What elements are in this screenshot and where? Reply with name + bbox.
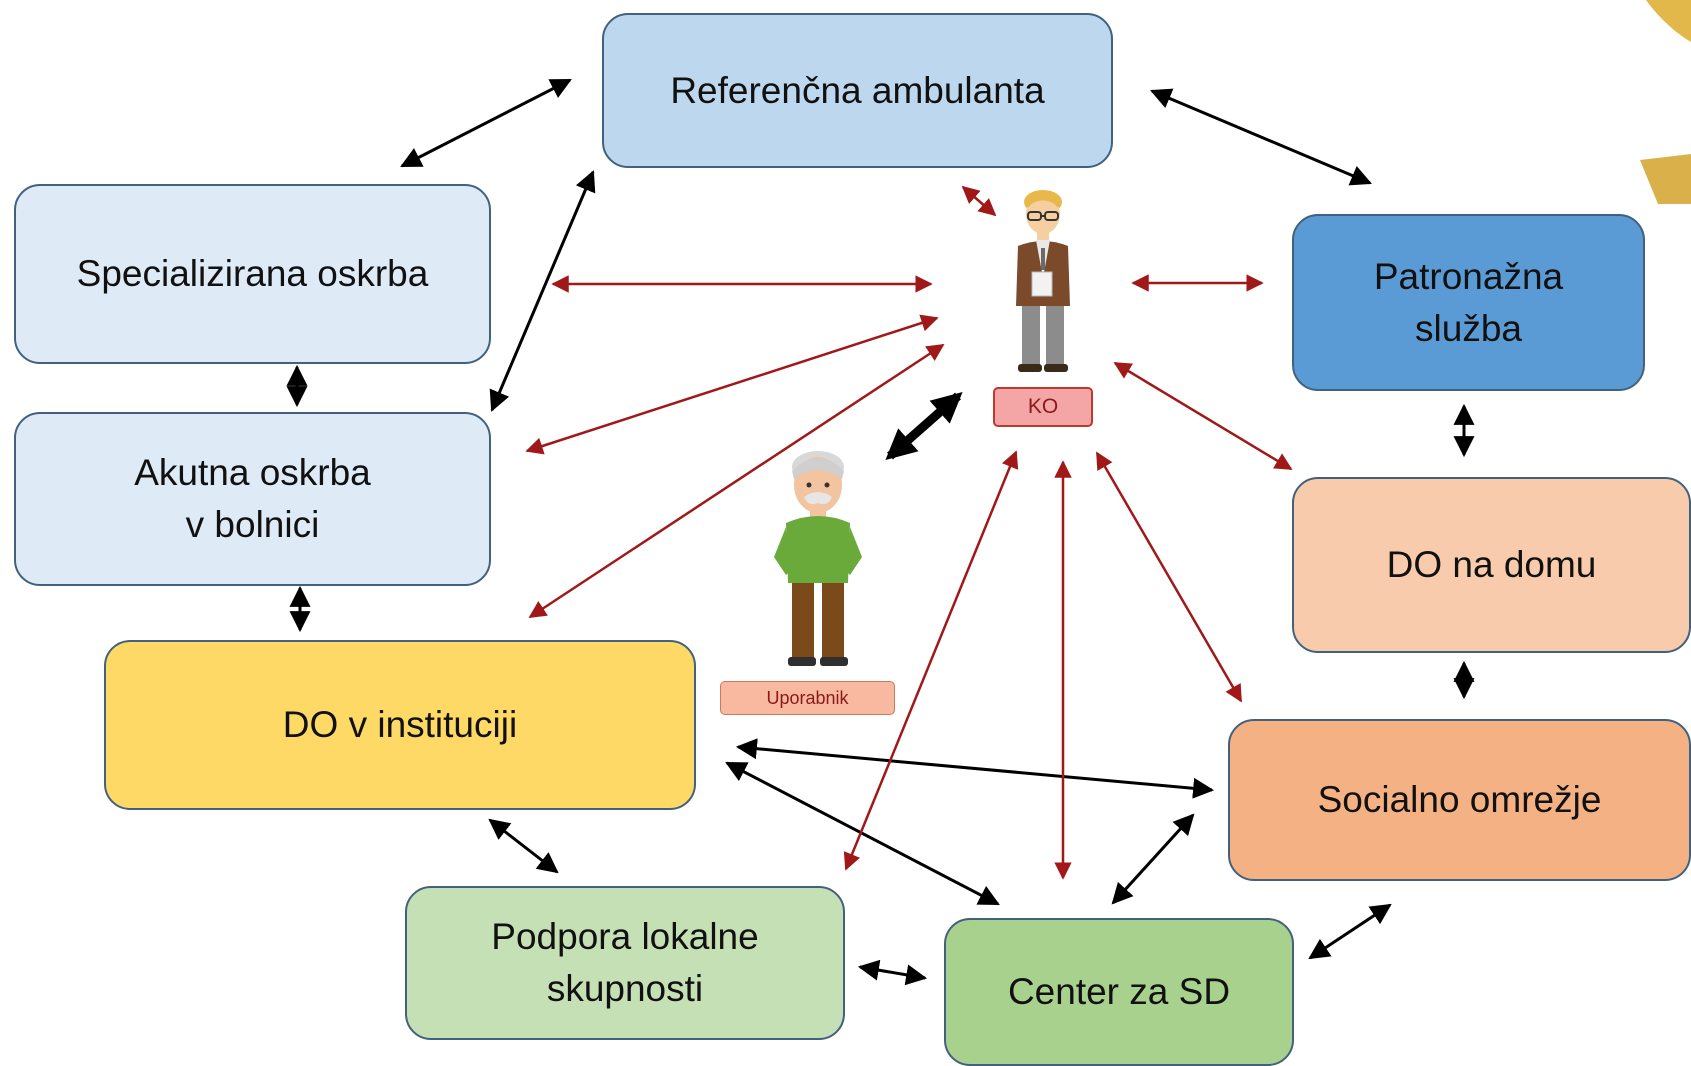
coordinator-tag-label: KO [1027,395,1059,418]
arrow-ko-dom [1113,361,1293,471]
node-label: DO na domu [1386,544,1597,586]
node-akutna-oskrba: Akutna oskrba v bolnici [14,412,491,586]
node-do-na-domu: DO na domu [1292,477,1691,653]
user-tag: Uporabnik [720,681,895,715]
elderly-user-icon [774,451,862,666]
coordinator-person-icon [1016,190,1070,372]
node-label: Patronažna služba [1373,255,1564,349]
arrow-institucija-podpora [488,818,559,874]
arrow-referencna-patronazna [1150,88,1372,186]
arrow-referencna-akutna [489,170,596,412]
node-center-za-sd: Center za SD [944,918,1294,1066]
arrow-center-outside [1308,903,1392,960]
corner-decoration-icon [1640,0,1691,204]
arrow-institucija-center [725,761,1000,906]
node-podpora-lokalne-skupnosti: Podpora lokalne skupnosti [405,886,845,1040]
arrow-ko-referencna [961,185,997,217]
node-label: DO v instituciji [282,704,518,746]
arrow-center-socialno [1111,813,1195,905]
node-do-v-instituciji: DO v instituciji [104,640,696,810]
node-label: Socialno omrežje [1317,779,1602,821]
node-specializirana-oskrba: Specializirana oskrba [14,184,491,364]
arrow-user-coordinator [885,391,963,461]
user-tag-label: Uporabnik [766,687,849,708]
node-label: Podpora lokalne skupnosti [491,916,759,1009]
node-label: Referenčna ambulanta [670,69,1045,111]
arrow-ko-podpora [843,450,1019,871]
arrow-ko-socialno [1095,451,1243,703]
node-label: Akutna oskrba v bolnici [134,452,371,545]
arrow-podpora-center [857,959,928,986]
node-patronazna-sluzba: Patronažna služba [1292,214,1645,391]
arrow-ko-akutna [525,314,939,455]
node-referencna-ambulanta: Referenčna ambulanta [602,13,1113,168]
node-socialno-omrezje: Socialno omrežje [1228,719,1691,881]
arrow-referencna-specializirana [400,78,572,168]
node-label: Specializirana oskrba [76,253,429,295]
node-label: Center za SD [1007,971,1231,1013]
arrow-ko-institucija [528,343,945,619]
arrow-institucija-socialno [735,738,1215,799]
coordinator-tag: KO [993,387,1093,427]
